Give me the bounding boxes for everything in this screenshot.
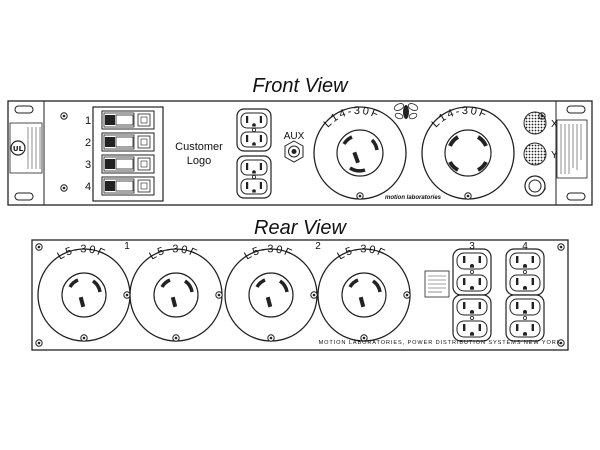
twist-lock-receptacle-1[interactable]: L14-30F <box>313 105 407 200</box>
screw-icon <box>35 339 43 347</box>
screw-icon <box>80 334 88 342</box>
duplex-outlet[interactable] <box>236 155 272 199</box>
circuit-label: 2 <box>315 241 321 252</box>
breaker-bank: 1 2 3 4 <box>85 106 164 202</box>
screw-icon <box>557 243 565 251</box>
xlr-jack-y[interactable] <box>523 142 547 166</box>
screw-icon <box>356 192 364 200</box>
breaker-switch[interactable] <box>101 110 155 130</box>
jack-x-label: X <box>551 119 558 130</box>
rear-twist-lock-3[interactable]: L5-30F <box>224 243 318 342</box>
spec-label-front <box>556 119 588 179</box>
screw-icon <box>403 291 411 299</box>
circuit-label: 3 <box>469 241 475 252</box>
rack-slot <box>14 105 34 114</box>
circuit-label: 1 <box>124 241 130 252</box>
breaker-number: 3 <box>85 159 91 171</box>
xlr-jack-x[interactable] <box>523 111 547 135</box>
screw-icon <box>267 334 275 342</box>
aux-connector[interactable] <box>284 140 304 163</box>
breaker-number: 1 <box>85 115 91 127</box>
rear-view-title: Rear View <box>254 217 347 239</box>
front-view-title: Front View <box>252 75 349 97</box>
aux-label: AUX <box>284 131 305 142</box>
rear-twist-lock-2[interactable]: L5-30F <box>129 243 223 342</box>
breaker-switch[interactable] <box>101 154 155 174</box>
screw-icon <box>60 112 68 120</box>
breaker-number: 4 <box>85 181 91 193</box>
ul-mark-icon <box>10 140 26 156</box>
brand-label: motion laboratories <box>385 195 442 201</box>
circuit-label: 4 <box>522 241 528 252</box>
rack-slot <box>14 192 34 201</box>
breaker-switch[interactable] <box>101 176 155 196</box>
duplex-outlet[interactable] <box>452 294 492 342</box>
spec-label-rear <box>424 270 450 298</box>
jack-y-label: Y <box>551 150 558 161</box>
duplex-outlet[interactable] <box>452 248 492 296</box>
twist-lock-receptacle-2[interactable]: L14-30F <box>421 105 515 200</box>
breaker-switch[interactable] <box>101 132 155 152</box>
screw-icon <box>60 184 68 192</box>
customer-logo-text: Logo <box>187 155 211 167</box>
screw-icon <box>123 291 131 299</box>
customer-logo-text: Customer <box>175 141 223 153</box>
svg-text:UL: UL <box>13 145 24 153</box>
pilot-light-icon <box>524 175 546 197</box>
screw-icon <box>35 243 43 251</box>
rear-twist-lock-1[interactable]: L5-30F <box>37 243 131 342</box>
screw-icon <box>464 192 472 200</box>
duplex-outlet[interactable] <box>236 108 272 152</box>
rack-slot <box>566 192 586 201</box>
bee-logo-icon <box>393 103 419 120</box>
rear-footer-text: MOTION LABORATORIES, POWER DISTRIBUTION … <box>319 340 562 346</box>
ul-label-front: UL <box>9 122 43 174</box>
duplex-outlet[interactable] <box>505 248 545 296</box>
screw-icon <box>172 334 180 342</box>
screw-icon <box>215 291 223 299</box>
breaker-number: 2 <box>85 137 91 149</box>
rear-twist-lock-4[interactable]: L5-30F <box>317 243 411 342</box>
screw-icon <box>310 291 318 299</box>
duplex-outlet[interactable] <box>505 294 545 342</box>
rack-slot <box>566 105 586 114</box>
